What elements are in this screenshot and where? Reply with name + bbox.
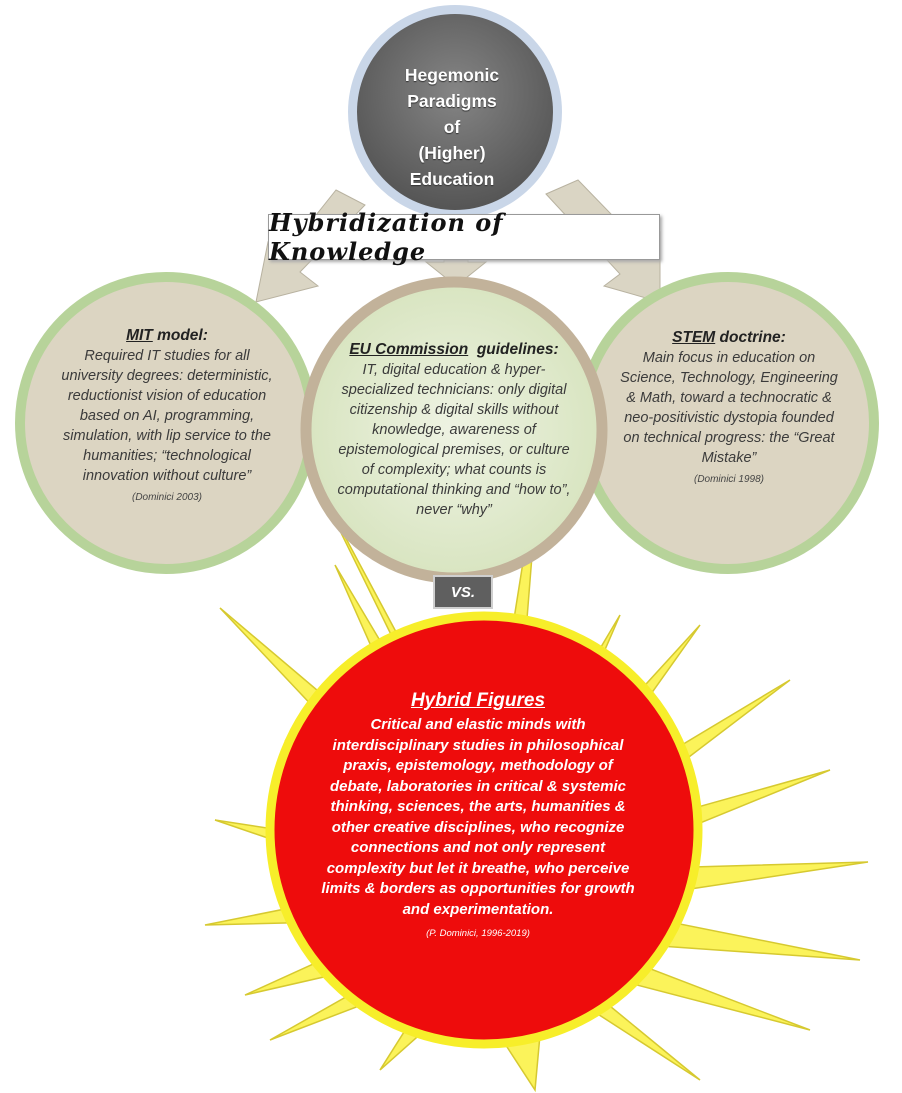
center-circle-body: IT, digital education & hyper-specialize… (337, 362, 571, 518)
vs-text: VS. (450, 583, 476, 601)
hybrid-citation: (P. Dominici, 1996-2019) (426, 928, 530, 939)
title-line: Education (409, 169, 495, 189)
hybrid-body: Critical and elastic minds with interdis… (321, 716, 635, 918)
right-circle-text: STEM doctrine: Main focus in education o… (618, 328, 840, 490)
left-circle-citation: (Dominici 2003) (131, 492, 203, 503)
center-circle-heading: EU Commission guidelines: (349, 341, 559, 358)
title-line: (Higher) (418, 143, 486, 163)
hybridization-banner: Hybridization of Knowledge (268, 208, 660, 266)
title-line: Hegemonic (404, 65, 500, 85)
vs-label: VS. (433, 575, 493, 609)
hybrid-circle (265, 611, 703, 1049)
top-circle-title: Hegemonic Paradigms of (Higher) Educatio… (377, 62, 527, 192)
right-circle-body: Main focus in education on Science, Tech… (620, 350, 838, 466)
title-line: Paradigms (407, 91, 497, 111)
hybrid-figures-text: Hybrid Figures Critical and elastic mind… (316, 690, 640, 939)
right-circle-heading: STEM doctrine: (672, 329, 786, 346)
left-circle-heading: MIT model: (126, 327, 208, 344)
banner-text: Hybridization of Knowledge (269, 208, 504, 266)
right-circle-citation: (Dominici 1998) (693, 474, 765, 485)
hybrid-title: Hybrid Figures (410, 690, 546, 711)
left-circle-body: Required IT studies for all university d… (61, 348, 273, 484)
left-circle-text: MIT model: Required IT studies for all u… (52, 326, 282, 508)
center-circle-text: EU Commission guidelines: IT, digital ed… (336, 340, 572, 520)
title-line: of (443, 117, 461, 137)
